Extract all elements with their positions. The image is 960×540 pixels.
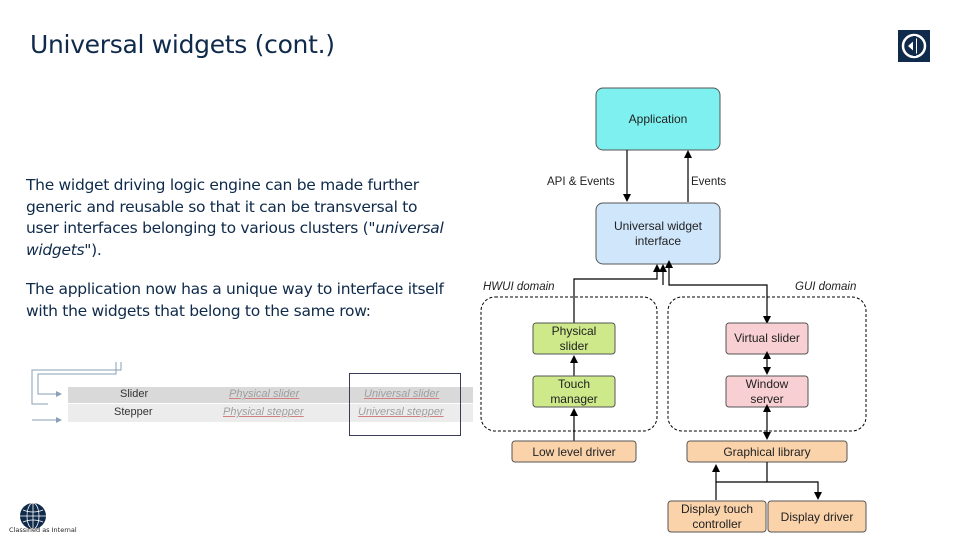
table-row — [68, 404, 473, 422]
interface-label-line2: interface — [635, 234, 681, 248]
intro-text-a: The widget driving logic engine can be m… — [26, 176, 419, 237]
hwui-domain-box — [480, 296, 658, 432]
events-label: Events — [691, 176, 726, 188]
window-server-line1: Window — [746, 377, 789, 391]
row-name: Slider — [120, 388, 149, 400]
application-paragraph: The application now has a unique way to … — [26, 280, 444, 320]
window-server-line2: server — [750, 392, 783, 406]
physical-slider-line1: Physical — [552, 324, 597, 338]
graphical-library-label: Graphical library — [723, 445, 810, 459]
intro-paragraph: The widget driving logic engine can be m… — [26, 175, 451, 261]
display-touch-line2: controller — [692, 517, 741, 531]
display-driver-label: Display driver — [781, 510, 854, 524]
touch-manager-box — [532, 375, 616, 408]
touch-manager-line2: manager — [550, 392, 597, 406]
row-universal: Universal stepper — [358, 406, 444, 418]
low-level-driver-box — [511, 440, 637, 463]
slide-title: Universal widgets (cont.) — [30, 30, 335, 59]
display-touch-line1: Display touch — [681, 502, 753, 516]
low-level-driver-label: Low level driver — [532, 445, 615, 459]
display-touch-controller-box — [667, 500, 767, 533]
table-row — [68, 387, 473, 403]
brand-logo-icon — [898, 30, 930, 62]
api-events-label: API & Events — [547, 176, 615, 188]
classification-label: Classified as Internal — [9, 526, 77, 534]
globe-icon — [20, 502, 46, 530]
universal-column-highlight — [349, 373, 461, 436]
row-physical: Physical stepper — [223, 406, 304, 418]
hwui-domain-label: HWUI domain — [483, 281, 555, 293]
intro-text-b: "). — [84, 240, 102, 259]
interface-label-line1: Universal widget — [614, 219, 703, 233]
row-physical: Physical slider — [229, 388, 300, 400]
touch-manager-line1: Touch — [558, 377, 590, 391]
physical-slider-line2: slider — [560, 339, 589, 353]
intro-text-emphasis: universal widgets — [26, 219, 444, 259]
physical-slider-box — [532, 322, 616, 355]
application-label: Application — [629, 112, 688, 126]
gui-domain-label: GUI domain — [795, 281, 856, 293]
row-name: Stepper — [114, 406, 153, 418]
display-driver-box — [767, 500, 867, 533]
virtual-slider-label: Virtual slider — [734, 331, 800, 345]
row-universal: Universal slider — [364, 388, 440, 400]
application-box — [595, 87, 721, 151]
